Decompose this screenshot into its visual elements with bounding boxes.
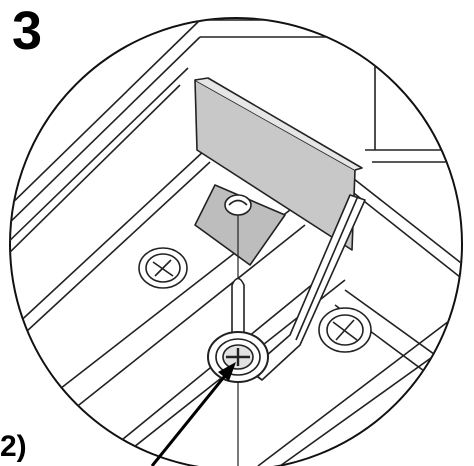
bracket-base	[194, 184, 286, 266]
bracket-plate	[194, 79, 356, 251]
right-screw	[318, 307, 372, 353]
center-screw	[207, 331, 269, 383]
pointer-arrow	[150, 362, 236, 466]
left-screw	[138, 247, 188, 289]
cropped-label: 2)	[0, 430, 27, 463]
slot	[231, 277, 245, 341]
upper-hole	[224, 194, 252, 216]
frame-rail-upper-left	[10, 19, 211, 357]
step-number: 3	[12, 1, 43, 61]
